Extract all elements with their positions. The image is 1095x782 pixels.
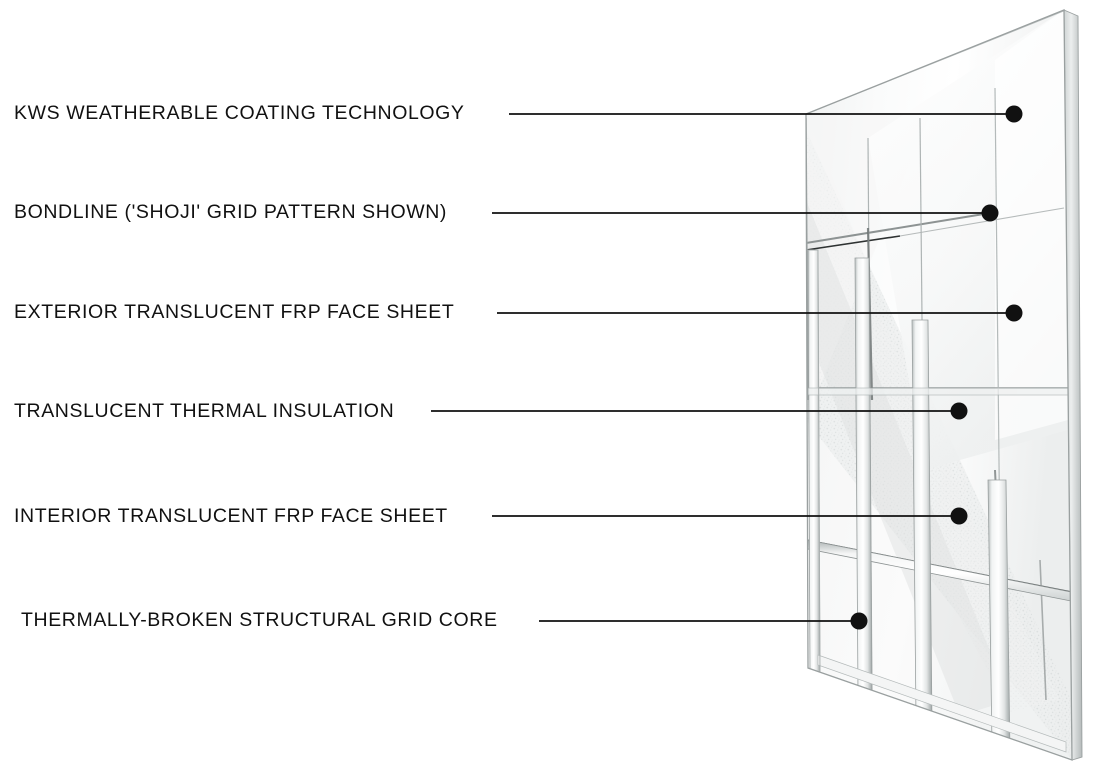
- leader-dot-grid-core: [850, 612, 868, 630]
- layer-step-edge-1: [866, 227, 874, 401]
- core-rail-bottom-inner: [817, 654, 1067, 753]
- callout-label-interior-face-sheet: INTERIOR TRANSLUCENT FRP FACE SHEET: [14, 505, 448, 527]
- leader-dot-exterior-face-sheet: [1005, 304, 1023, 322]
- bondline-edge-highlight: [806, 235, 901, 251]
- callout-label-exterior-face-sheet: EXTERIOR TRANSLUCENT FRP FACE SHEET: [14, 301, 455, 323]
- callout-label-thermal-insulation: TRANSLUCENT THERMAL INSULATION: [14, 400, 395, 422]
- bondline-edge-soft: [899, 207, 1065, 237]
- core-mullion-vertical-4: [987, 479, 1011, 753]
- core-rail-mid: [807, 387, 1071, 396]
- leader-dot-bondline: [981, 204, 999, 222]
- callout-label-coating: KWS WEATHERABLE COATING TECHNOLOGY: [14, 102, 465, 124]
- callout-leaders: [431, 105, 1023, 630]
- core-mullion-vertical-2: [854, 257, 873, 701]
- leader-dot-thermal-insulation: [950, 402, 968, 420]
- leader-dot-interior-face-sheet: [950, 507, 968, 525]
- panel-outline: [805, 9, 1073, 761]
- coating-sheen: [995, 10, 1068, 440]
- insulation-layer-secondary: [806, 150, 1060, 712]
- layer-step-edge-4: [1039, 559, 1047, 701]
- leader-dot-coating: [1005, 105, 1023, 123]
- bondline-edge: [806, 212, 991, 244]
- callout-label-grid-core: THERMALLY-BROKEN STRUCTURAL GRID CORE: [21, 609, 498, 631]
- callout-label-bondline: BONDLINE ('SHOJI' GRID PATTERN SHOWN): [14, 201, 448, 223]
